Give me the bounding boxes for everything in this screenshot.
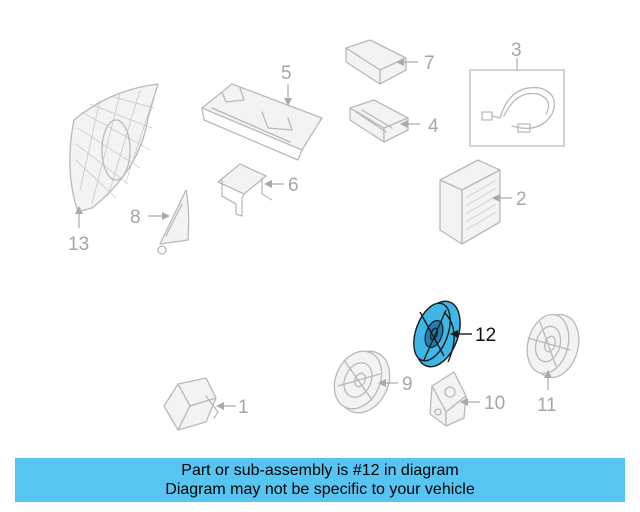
part-3-harness[interactable]: 3 bbox=[469, 40, 565, 147]
part-8-tweeter[interactable]: 8 bbox=[130, 189, 190, 255]
banner-line-2: Diagram may not be specific to your vehi… bbox=[165, 481, 475, 498]
part-9-woofer[interactable]: 9 bbox=[325, 343, 413, 421]
part-11-speaker[interactable]: 11 bbox=[521, 309, 586, 416]
callout-5: 5 bbox=[281, 63, 292, 84]
banner-line-1: Part or sub-assembly is #12 in diagram bbox=[181, 462, 459, 479]
callout-7: 7 bbox=[424, 53, 435, 74]
part-5-tray[interactable]: 5 bbox=[201, 63, 323, 161]
part-1-sensor[interactable]: 1 bbox=[163, 377, 249, 431]
callout-11: 11 bbox=[537, 395, 557, 416]
part-10-bracket[interactable]: 10 bbox=[429, 371, 505, 427]
callout-13: 13 bbox=[68, 234, 89, 255]
part-12-speaker[interactable]: 12 bbox=[407, 295, 496, 373]
callout-8: 8 bbox=[130, 207, 141, 228]
callout-12: 12 bbox=[475, 325, 496, 346]
part-7-cover[interactable]: 7 bbox=[345, 39, 435, 85]
callout-3: 3 bbox=[511, 40, 522, 61]
callout-2: 2 bbox=[516, 189, 527, 210]
part-4-module[interactable]: 4 bbox=[349, 99, 439, 143]
callout-4: 4 bbox=[428, 116, 439, 137]
part-2-control-unit[interactable]: 2 bbox=[439, 159, 527, 245]
callout-1: 1 bbox=[238, 397, 249, 418]
callout-10: 10 bbox=[484, 393, 505, 414]
part-6-bracket[interactable]: 6 bbox=[217, 163, 299, 217]
part-13-grille[interactable]: 13 bbox=[68, 83, 159, 255]
callout-6: 6 bbox=[288, 175, 299, 196]
info-banner: Part or sub-assembly is #12 in diagram D… bbox=[15, 458, 625, 502]
callout-9: 9 bbox=[402, 374, 413, 395]
